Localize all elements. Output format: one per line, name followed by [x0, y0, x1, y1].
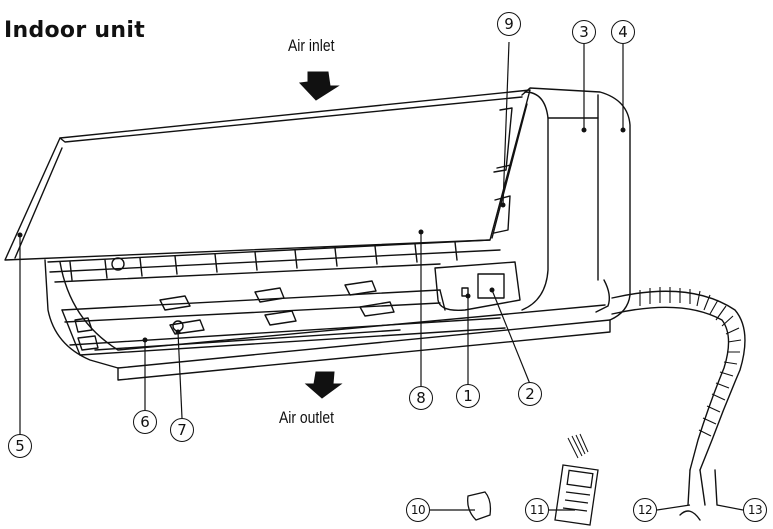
- remote-controller: [554, 433, 599, 526]
- callout-9: 9: [497, 12, 521, 36]
- callout-10: 10: [406, 498, 430, 522]
- callout-13: 13: [743, 498, 767, 522]
- side-panel: [521, 91, 549, 311]
- diagram-title: Indoor unit: [4, 18, 146, 43]
- callout-4: 4: [611, 20, 635, 44]
- display-box: [434, 261, 521, 311]
- display-window: [477, 273, 505, 299]
- callout-12: 12: [633, 498, 657, 522]
- drain-hose: [611, 290, 746, 471]
- callout-8: 8: [409, 386, 433, 410]
- louver-frame: [61, 289, 506, 356]
- air-inlet-arrow: [298, 71, 340, 101]
- front-panel: [4, 89, 531, 261]
- callout-3: 3: [572, 20, 596, 44]
- callout-11: 11: [525, 498, 549, 522]
- callout-6: 6: [133, 410, 157, 434]
- air-outlet-label: Air outlet: [279, 408, 335, 427]
- unit-bottom: [117, 319, 611, 381]
- callout-5: 5: [8, 434, 32, 458]
- callout-7: 7: [170, 418, 194, 442]
- air-inlet-label: Air inlet: [288, 36, 335, 55]
- callout-2: 2: [518, 382, 542, 406]
- callout-1: 1: [456, 384, 480, 408]
- plug-accessory: [467, 491, 492, 521]
- air-outlet-arrow: [304, 371, 343, 399]
